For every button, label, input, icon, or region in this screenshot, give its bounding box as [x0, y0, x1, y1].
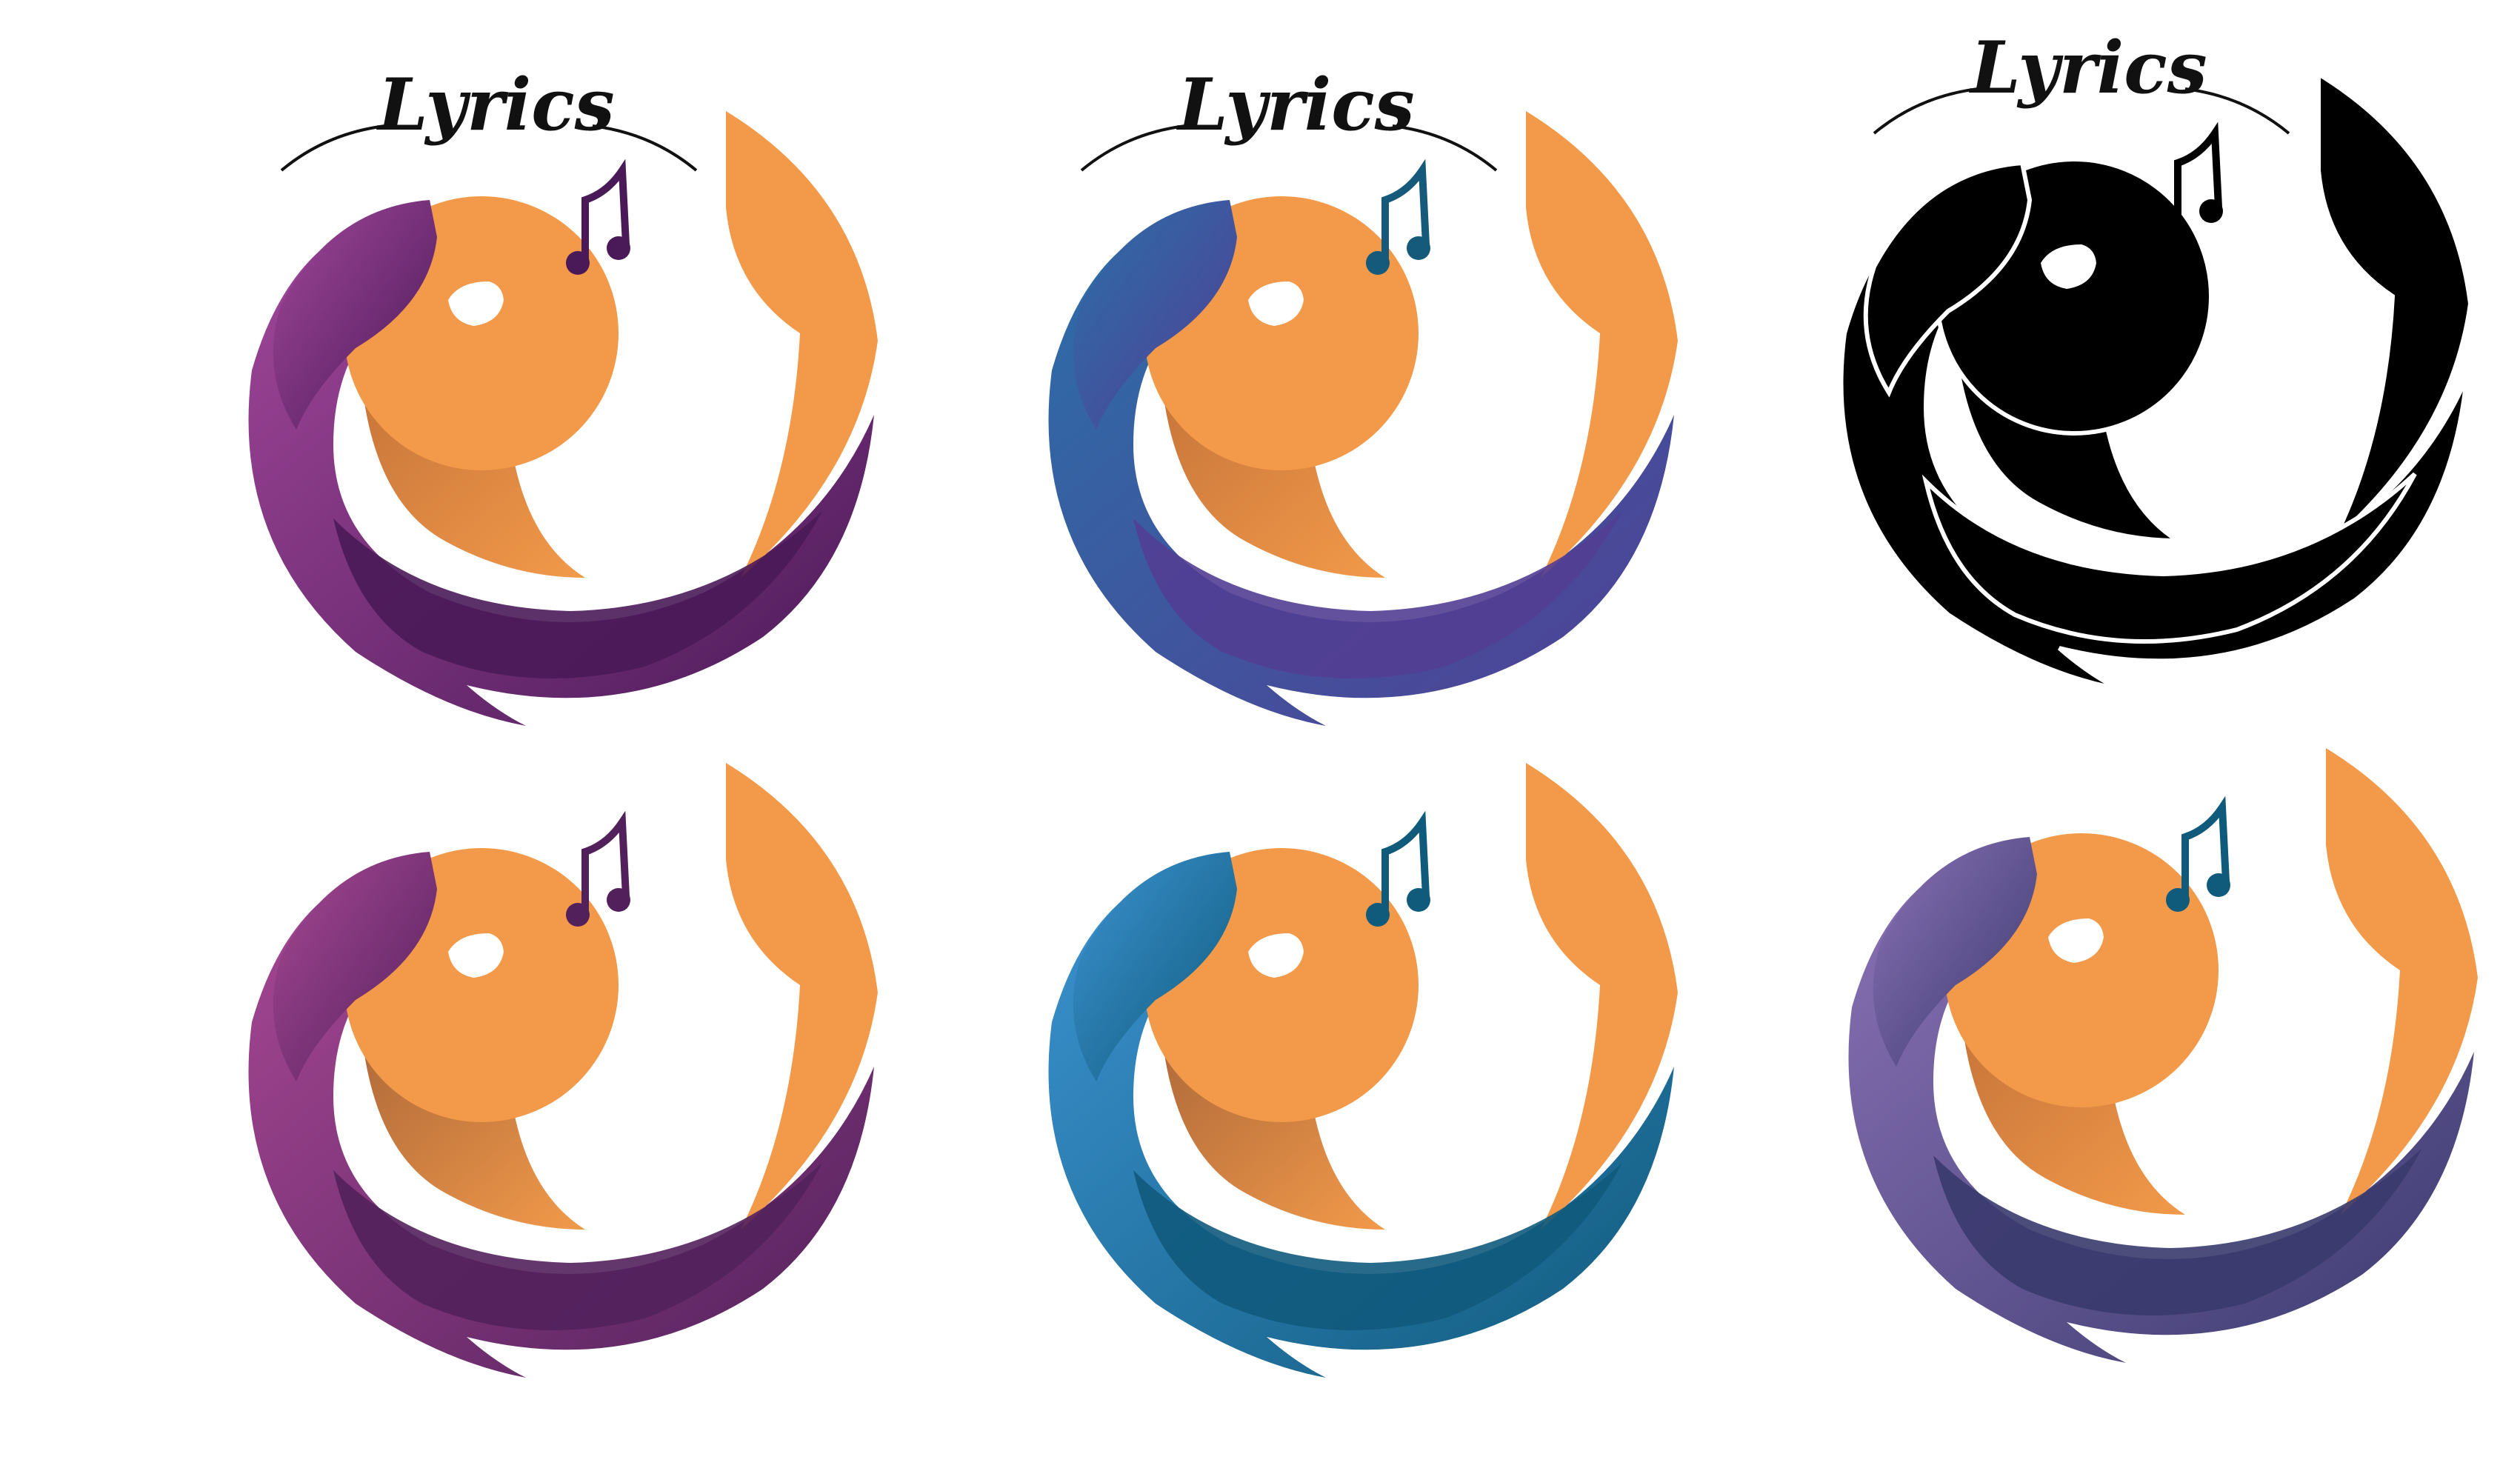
- body-swoosh: [333, 511, 822, 678]
- music-note-icon: [581, 810, 630, 915]
- music-note-icon: [1381, 810, 1430, 915]
- mouth: [448, 281, 504, 326]
- flourish-right: [1392, 124, 1498, 172]
- body-swoosh: [1133, 511, 1622, 678]
- raised-arm: [726, 111, 878, 578]
- mouth: [448, 933, 504, 978]
- body-swoosh: [333, 1163, 822, 1330]
- logo-blue-gradient-graphic: Lyrics: [1048, 63, 1678, 726]
- body-swoosh: [1133, 1163, 1622, 1330]
- body-swoosh: [1921, 472, 2417, 644]
- mouth: [1248, 281, 1304, 326]
- logo-magenta-flat-graphic: [248, 763, 878, 1378]
- logo-violet-blue-gradient-graphic: [1848, 748, 2478, 1363]
- logo-variant-sky-blue-flat: [911, 711, 1726, 1437]
- logo-variant-blue-gradient: Lyrics: [911, 59, 1726, 785]
- hair-front-strand: [273, 200, 437, 430]
- wordmark-lyrics: Lyrics: [376, 63, 614, 147]
- logo-sky-blue-flat-graphic: [1048, 763, 1678, 1378]
- hair-front-strand: [1863, 160, 2033, 398]
- logo-variant-black-mono: Lyrics: [1704, 22, 2519, 748]
- flourish-left: [280, 124, 386, 172]
- body-swoosh: [1933, 1148, 2422, 1315]
- mouth: [2041, 244, 2096, 289]
- mouth: [1248, 933, 1304, 978]
- hair-front-strand: [273, 852, 437, 1081]
- music-note-icon: [2181, 795, 2230, 900]
- raised-arm: [726, 763, 878, 1230]
- logo-purple-gradient-graphic: Lyrics: [248, 63, 878, 726]
- mouth: [2048, 918, 2104, 963]
- music-note-icon: [1381, 159, 1430, 263]
- logo-black-mono-graphic: Lyrics: [1839, 26, 2473, 691]
- wordmark-lyrics: Lyrics: [1968, 26, 2207, 110]
- logo-variant-violet-blue-gradient: [1711, 696, 2520, 1422]
- flourish-left: [1080, 124, 1186, 172]
- hair-front-strand: [1073, 852, 1237, 1081]
- logo-variant-magenta-flat: [111, 711, 926, 1437]
- wordmark-lyrics: Lyrics: [1176, 63, 1414, 147]
- raised-arm: [1526, 763, 1678, 1230]
- music-note-icon: [2174, 121, 2222, 226]
- raised-arm: [1526, 111, 1678, 578]
- logo-variant-purple-gradient: Lyrics: [111, 59, 926, 785]
- hair-front-strand: [1873, 837, 2037, 1067]
- hair-front-strand: [1073, 200, 1237, 430]
- flourish-left: [1873, 87, 1979, 135]
- music-note-icon: [581, 159, 630, 263]
- flourish-right: [592, 124, 698, 172]
- raised-arm: [2326, 748, 2478, 1215]
- flourish-right: [2184, 87, 2290, 135]
